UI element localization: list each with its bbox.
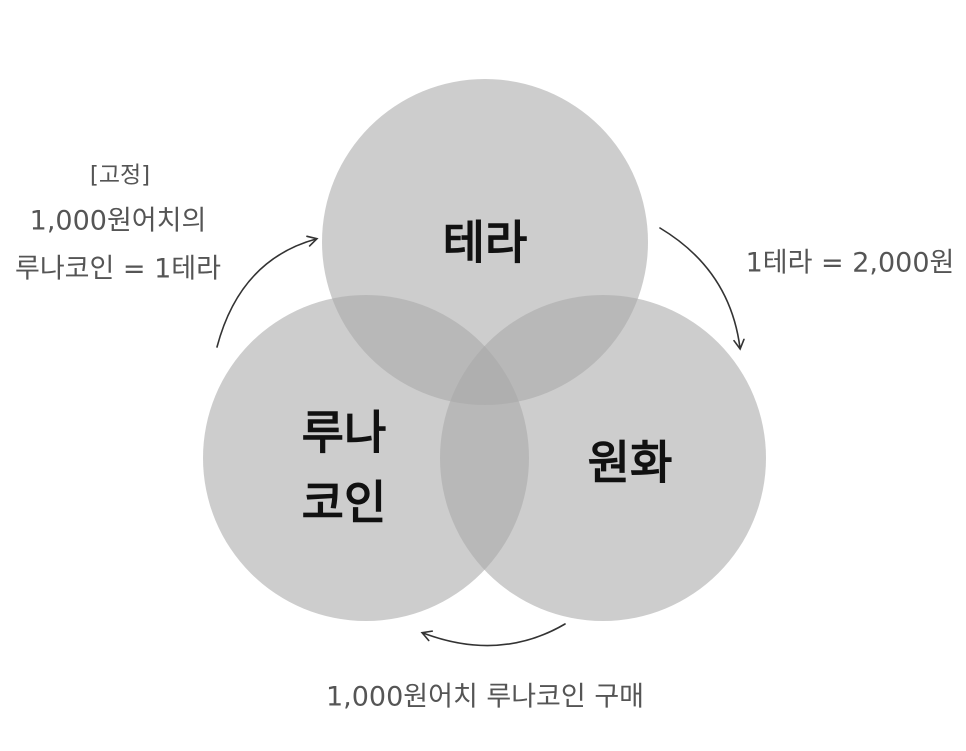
circle-luna-coin bbox=[203, 295, 529, 621]
luna-label-line2: 코인 bbox=[302, 476, 387, 530]
arrow-won-to-luna bbox=[420, 623, 566, 647]
left-annotation-fixed: [고정] bbox=[90, 163, 150, 189]
left-annotation-amount: 1,000원어치의 bbox=[30, 206, 207, 237]
right-annotation-rate: 1테라 = 2,000원 bbox=[746, 248, 955, 279]
arrow-left-to-terra bbox=[216, 235, 319, 348]
won-label: 원화 bbox=[588, 436, 673, 490]
luna-label-line1: 루나 bbox=[302, 406, 387, 460]
circle-won bbox=[440, 295, 766, 621]
arrow-terra-to-won bbox=[659, 227, 745, 351]
left-annotation-equation: 루나코인 = 1테라 bbox=[15, 254, 221, 285]
bottom-annotation-purchase: 1,000원어치 루나코인 구매 bbox=[326, 682, 644, 713]
terra-label: 테라 bbox=[443, 216, 528, 270]
